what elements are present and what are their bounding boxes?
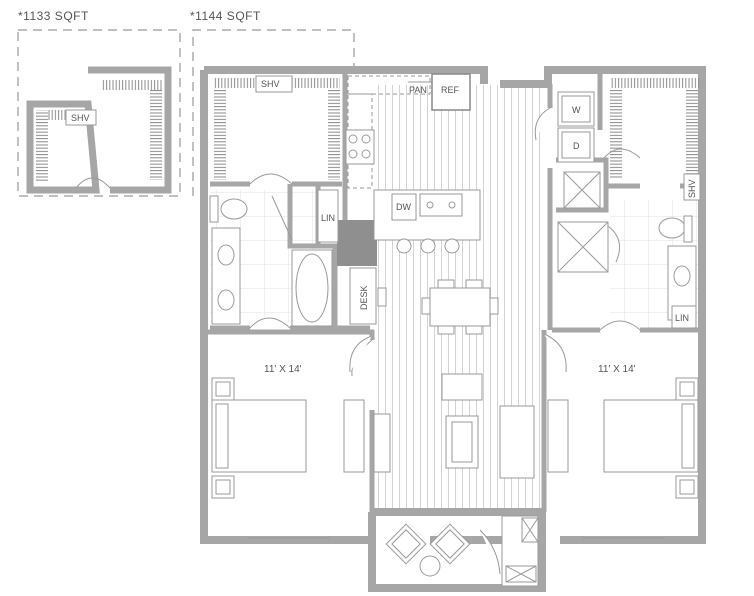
washer-label: W xyxy=(572,105,581,115)
walls xyxy=(200,66,706,592)
linen-closet-right xyxy=(671,305,697,329)
bedroom-right xyxy=(543,333,699,539)
ref-label: REF xyxy=(441,85,460,95)
living-furniture xyxy=(351,339,535,479)
kitchen xyxy=(345,73,481,254)
laundry xyxy=(534,91,595,163)
shv-label-left: SHV xyxy=(261,79,280,89)
balcony xyxy=(385,515,539,587)
closet-left xyxy=(214,75,340,185)
dryer-label: D xyxy=(573,141,580,151)
desk xyxy=(349,267,377,325)
column xyxy=(337,220,377,266)
variant-outline-1144 xyxy=(192,29,355,196)
lin-label-right: LIN xyxy=(675,313,689,323)
closet-variant-1133 xyxy=(26,66,172,194)
shv-label-right: SHV xyxy=(687,179,697,198)
shv-label-variant: SHV xyxy=(71,113,90,123)
bedroom-right-size: 11' X 14' xyxy=(598,364,636,375)
bedroom-left xyxy=(211,335,373,539)
linen-closet-left xyxy=(317,189,339,243)
desk-chair xyxy=(377,287,387,307)
variant-outline-1133 xyxy=(17,29,181,197)
closet-right xyxy=(603,78,701,201)
lin-label-left: LIN xyxy=(321,213,335,223)
pan-label: PAN xyxy=(409,85,427,95)
variant-label-1144: *1144 SQFT xyxy=(190,9,261,23)
desk-label: DESK xyxy=(359,285,369,310)
bath-left xyxy=(209,195,333,329)
bedroom-left-size: 11' X 14' xyxy=(264,364,302,375)
dining-set xyxy=(421,279,499,335)
variant-label-1133: *1133 SQFT xyxy=(18,9,89,23)
dw-label: DW xyxy=(396,202,411,212)
